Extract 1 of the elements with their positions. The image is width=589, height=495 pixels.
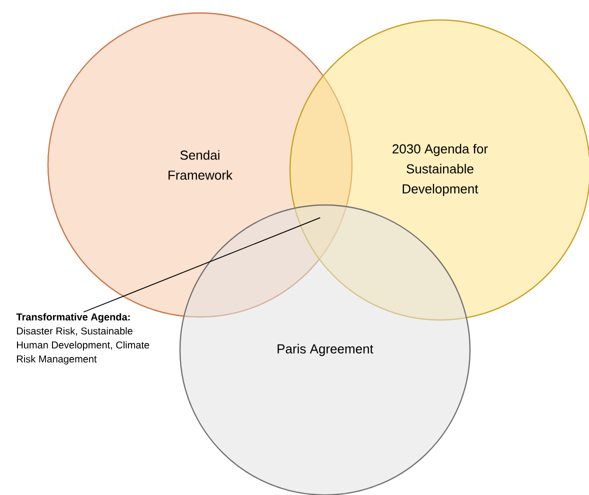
leader-line (83, 217, 321, 312)
